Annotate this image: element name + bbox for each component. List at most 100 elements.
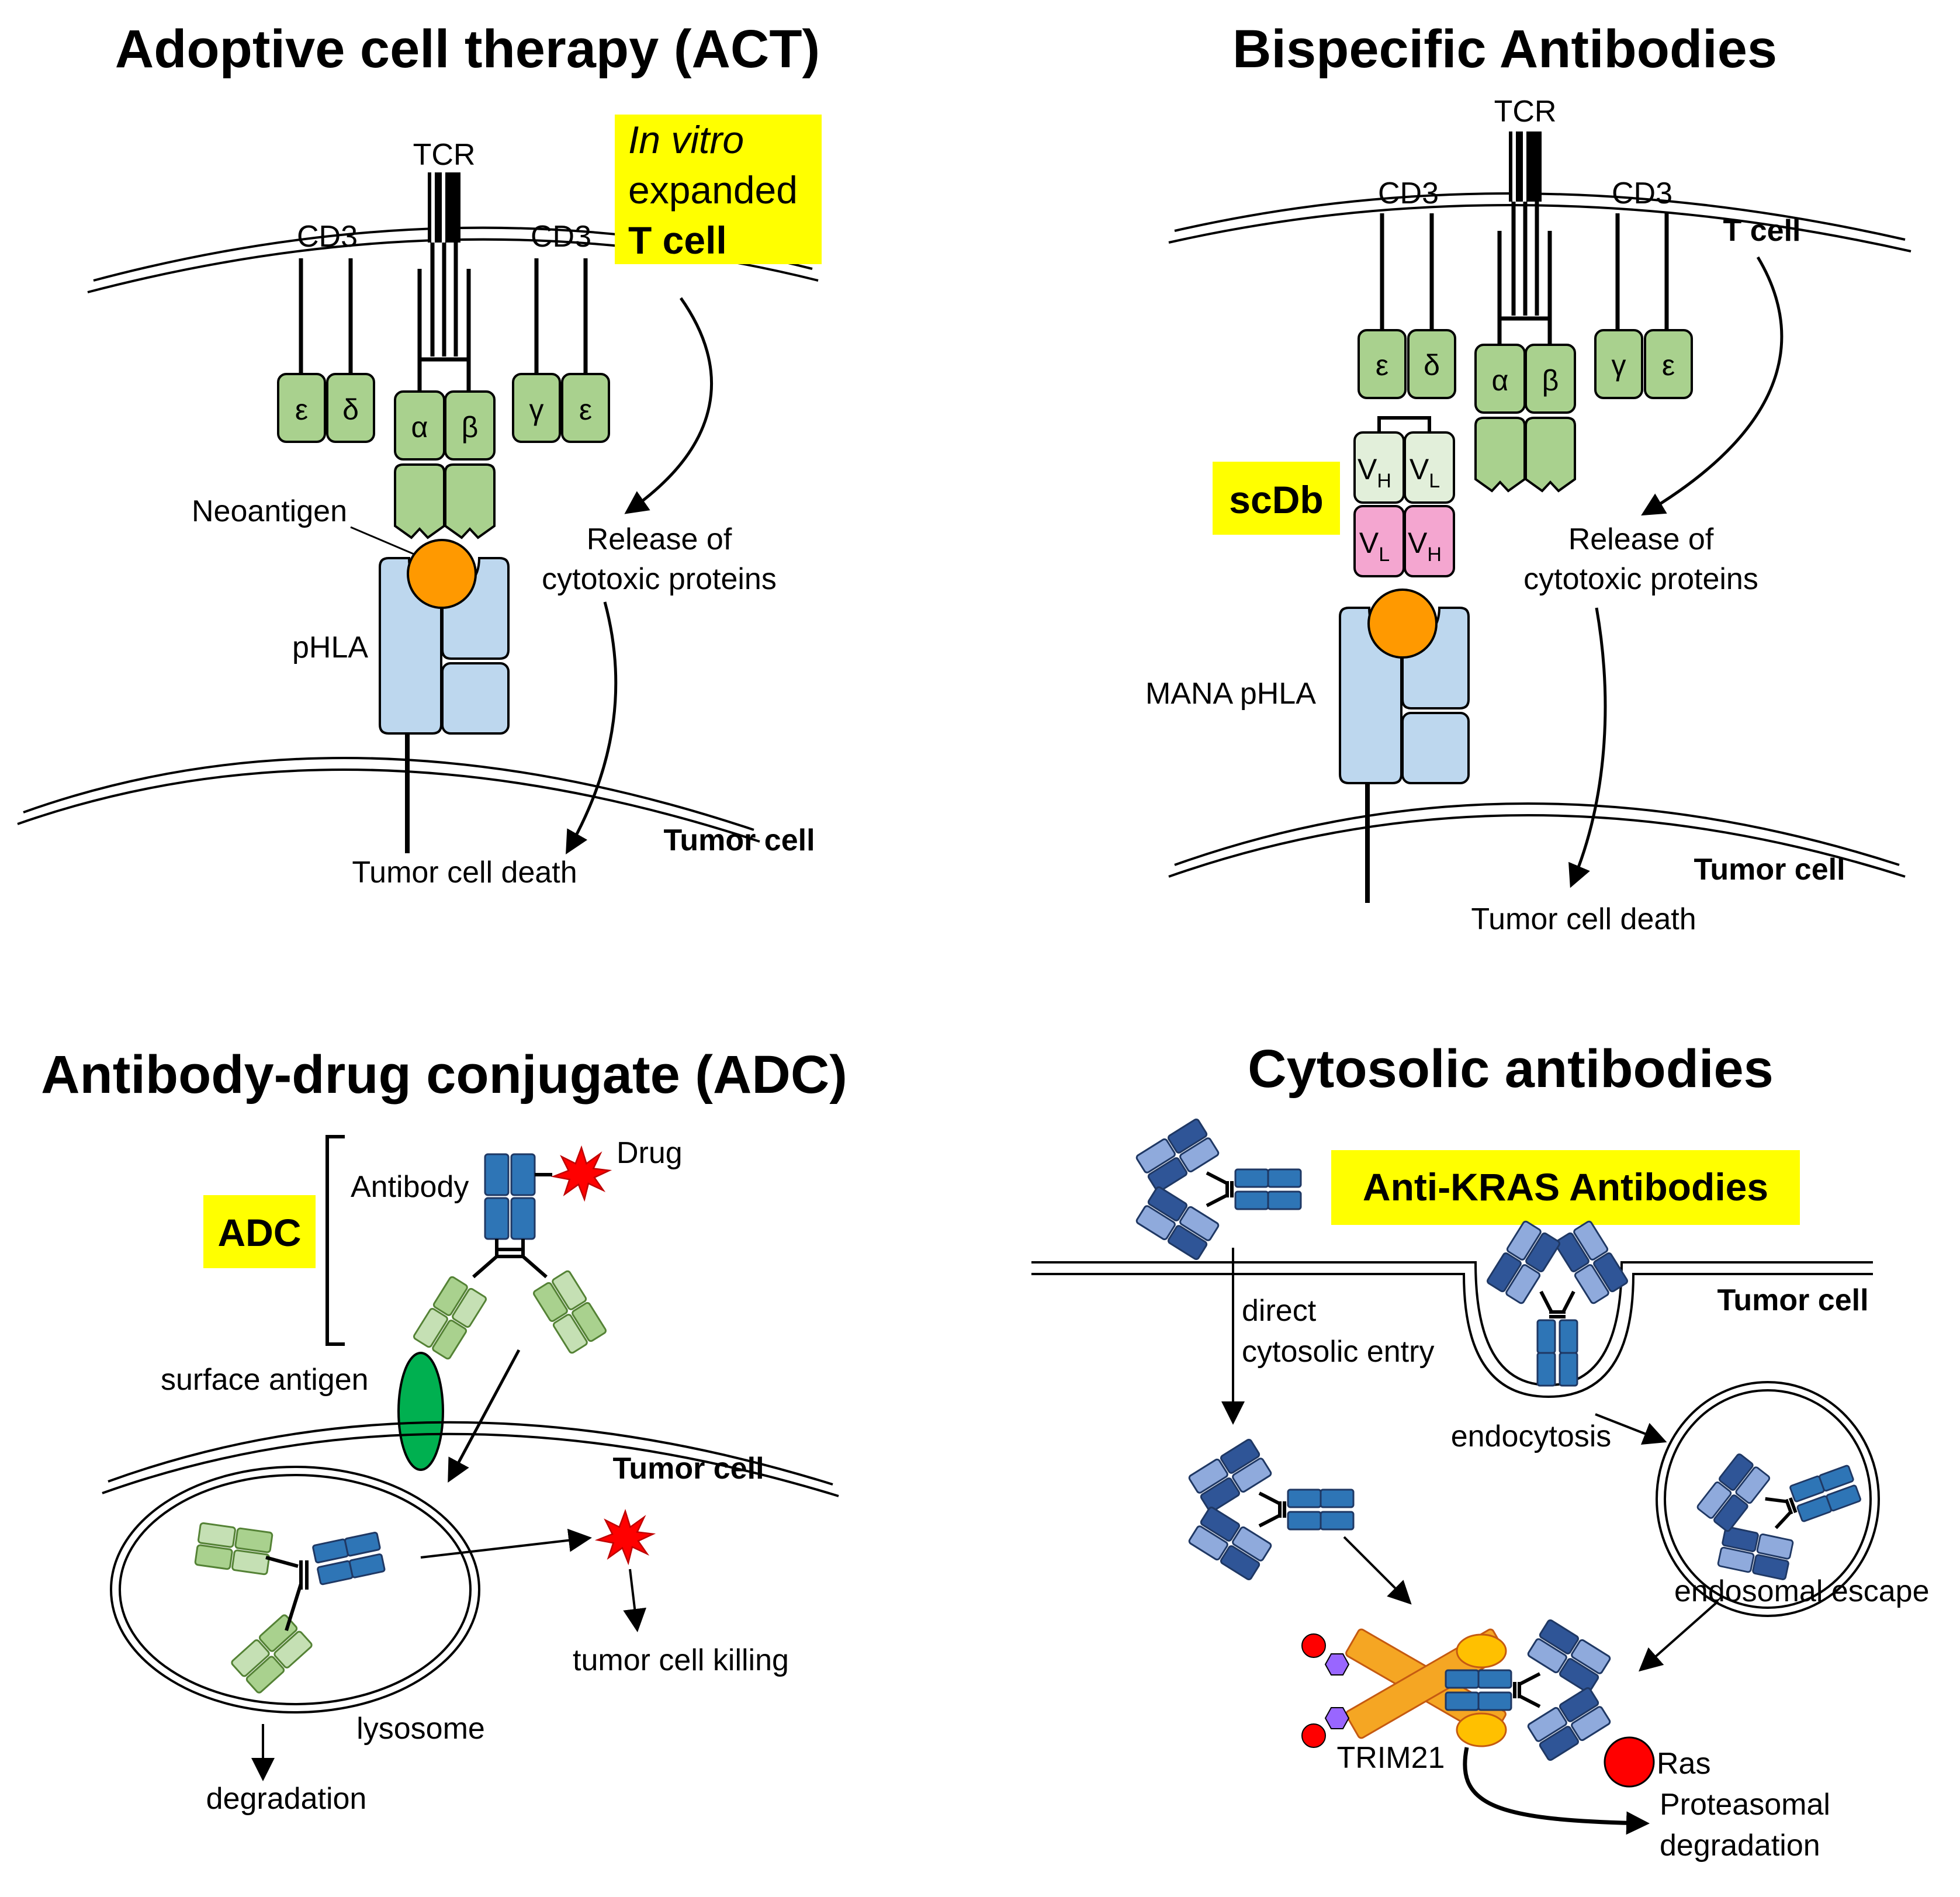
adc-bracket (325, 1135, 345, 1346)
bsab-tumor-cell-label: Tumor cell (1694, 853, 1845, 887)
bsab-cd3-gamma (1594, 329, 1643, 399)
adc-lysosome-outer (110, 1466, 480, 1713)
bsab-vl-top-label: VL (1410, 453, 1440, 492)
bsab-chain-delta-label: δ (1424, 349, 1440, 382)
act-cd3-left-label: CD3 (297, 220, 358, 254)
act-in-vitro-text: In vitro (628, 118, 744, 161)
cyto-tumor-cell-label: Tumor cell (1717, 1283, 1868, 1317)
cyto-extracellular-antibody (1135, 1119, 1301, 1261)
adc-title: Antibody-drug conjugate (ADC) (41, 1045, 847, 1105)
adc-tumor-cell-label: Tumor cell (612, 1452, 764, 1486)
panel-adc: Antibody-drug conjugate (ADC) ADC Antibo… (41, 1045, 847, 1816)
bsab-scdb-linker (1377, 416, 1431, 432)
act-title: Adoptive cell therapy (ACT) (115, 19, 820, 79)
adc-label-box (203, 1195, 316, 1268)
bsab-cd3-delta (1407, 329, 1456, 399)
bsab-chain-gamma-label: γ (1612, 349, 1626, 382)
cyto-endocytosed-antibody (1487, 1220, 1629, 1386)
cyto-anti-kras-box (1331, 1150, 1800, 1225)
cyto-endocytosis-label: endocytosis (1451, 1420, 1612, 1453)
bsab-tcr-label: TCR (1494, 95, 1557, 129)
bsab-vh-bottom-label: VH (1408, 527, 1442, 566)
bsab-t-cell-membrane-inner (1168, 204, 1911, 252)
cyto-proteasomal-line2: degradation (1660, 1829, 1820, 1863)
act-tcr-beta-constant (444, 463, 496, 539)
act-tumor-membrane-inner (17, 768, 760, 843)
cyto-direct-line2: cytosolic entry (1242, 1335, 1434, 1369)
bsab-cd3-epsilon-left (1358, 329, 1407, 399)
adc-drug-burst (553, 1147, 610, 1200)
act-tcr-label: TCR (413, 138, 476, 172)
bsab-death-label: Tumor cell death (1471, 902, 1696, 936)
act-release-arrow (624, 297, 714, 514)
act-chain-epsilon-left-label: ε (295, 393, 308, 426)
cyto-direct-line1: direct (1242, 1294, 1317, 1328)
bsab-tumor-membrane-outer (1174, 802, 1900, 866)
cyto-ras-label: Ras (1657, 1747, 1710, 1781)
cyto-endosome-outer (1656, 1381, 1880, 1617)
bsab-cd3-right-label: CD3 (1612, 176, 1672, 210)
bsab-cd3-left-label: CD3 (1378, 176, 1439, 210)
cyto-escape-label: endosomal escape (1674, 1574, 1930, 1608)
act-cd3-gamma (512, 373, 561, 443)
bsab-scdb-box (1213, 462, 1340, 535)
cyto-endosome-antibody (1684, 1420, 1878, 1600)
bsab-scdb-label: scDb (1229, 478, 1323, 521)
bsab-chain-epsilon-right-label: ε (1662, 349, 1675, 382)
act-tcr-beta (444, 390, 496, 461)
cyto-proteasomal-arrow (1463, 1747, 1650, 1835)
act-chain-delta-label: δ (342, 393, 359, 426)
cyto-membrane-inner (1031, 1273, 1873, 1398)
cyto-anti-kras-label: Anti-KRAS Antibodies (1363, 1165, 1768, 1209)
act-cd3-epsilon-left (277, 373, 326, 443)
act-tumor-membrane-outer (23, 756, 754, 831)
act-tcr-alpha-constant (394, 463, 445, 539)
bsab-vh-bottom (1404, 505, 1455, 577)
act-phla-b2m (441, 662, 510, 735)
act-cd3-delta (326, 373, 375, 443)
bsab-chain-beta-label: β (1542, 364, 1559, 397)
adc-lysosome-antibody (194, 1522, 386, 1695)
cyto-trim21-label: TRIM21 (1337, 1741, 1445, 1775)
adc-tumor-membrane-outer (108, 1421, 833, 1486)
bsab-death-arrow (1568, 607, 1607, 888)
act-neoantigen (407, 539, 477, 609)
adc-killing-arrow (623, 1569, 647, 1632)
bsab-vl-top (1404, 431, 1455, 504)
bsab-release-line2: cytotoxic proteins (1523, 562, 1758, 596)
adc-internalization-arrow (448, 1349, 521, 1483)
panel-act: Adoptive cell therapy (ACT) In vitro exp… (17, 19, 822, 889)
act-neoantigen-label: Neoantigen (192, 494, 347, 528)
act-chain-gamma-label: γ (529, 393, 544, 426)
bsab-release-line1: Release of (1568, 522, 1714, 556)
cyto-endocytosis-arrow (1595, 1413, 1667, 1445)
adc-lysosome-label: lysosome (356, 1712, 485, 1746)
act-cd3-right-label: CD3 (531, 220, 591, 254)
bsab-tumor-membrane-inner (1168, 814, 1906, 878)
adc-label: ADC (218, 1211, 302, 1254)
cyto-proteasomal-line1: Proteasomal (1660, 1788, 1830, 1822)
adc-surface-antibody (412, 1153, 608, 1361)
bsab-neoantigen (1367, 589, 1438, 659)
bsab-title: Bispecific Antibodies (1232, 19, 1777, 79)
act-tumor-cell-label: Tumor cell (663, 823, 815, 857)
bsab-vh-top-label: VH (1358, 453, 1391, 492)
adc-surface-antigen (397, 1352, 444, 1471)
act-release-line2: cytotoxic proteins (542, 562, 777, 596)
bsab-chain-epsilon-left-label: ε (1376, 349, 1388, 382)
cyto-ras (1604, 1736, 1655, 1788)
act-neoantigen-pointer (350, 526, 414, 555)
cyto-cytosolic-antibody (1188, 1439, 1353, 1581)
cyto-title: Cytosolic antibodies (1248, 1039, 1774, 1099)
act-in-vitro-box (615, 115, 822, 264)
bsab-mana-label: MANA pHLA (1145, 677, 1316, 711)
act-t-cell-text: T cell (628, 219, 727, 262)
cyto-to-trim21-arrow (1343, 1536, 1412, 1605)
adc-released-drug-burst (597, 1510, 654, 1564)
act-chain-beta-label: β (462, 411, 479, 444)
bsab-vl-bottom-label: VL (1359, 527, 1390, 566)
adc-degradation-label: degradation (206, 1782, 367, 1816)
bsab-t-cell-label: T cell (1723, 214, 1801, 248)
act-chain-epsilon-right-label: ε (579, 393, 592, 426)
act-expanded-text: expanded (628, 168, 798, 212)
